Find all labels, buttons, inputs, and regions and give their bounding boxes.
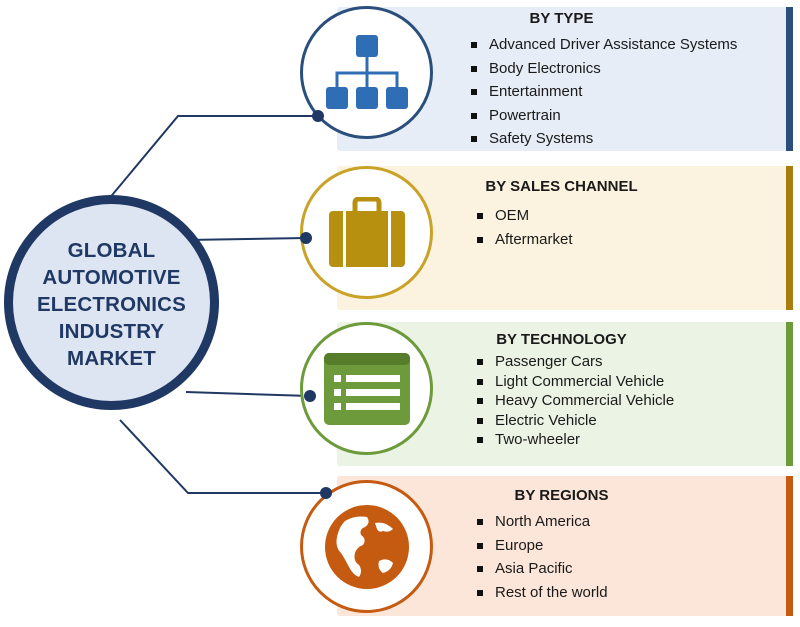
list-item: Heavy Commercial Vehicle [475, 391, 674, 411]
connector-dot-type [312, 110, 324, 122]
list-item: Advanced Driver Assistance Systems [469, 33, 737, 57]
segment-icon-regions [300, 480, 433, 613]
list-item: Passenger Cars [475, 352, 674, 372]
list-item: North America [475, 510, 608, 534]
hierarchy-icon [325, 34, 408, 109]
list-item: Electric Vehicle [475, 411, 674, 431]
list-item: Aftermarket [475, 228, 573, 252]
segment-icon-sales-channel [300, 166, 433, 299]
segment-title: BY REGIONS [514, 487, 609, 504]
segment-list: Passenger Cars Light Commercial Vehicle … [475, 352, 674, 450]
segment-title: BY SALES CHANNEL [485, 178, 638, 195]
list-item: Safety Systems [469, 127, 737, 151]
connector-tech [185, 391, 311, 397]
globe-icon [324, 504, 409, 589]
list-item: Powertrain [469, 104, 737, 128]
list-item: Body Electronics [469, 57, 737, 81]
segment-list: North America Europe Asia Pacific Rest o… [475, 510, 608, 604]
list-item: OEM [475, 204, 573, 228]
list-window-icon [323, 352, 410, 425]
connector-dot-regions [320, 487, 332, 499]
list-item: Rest of the world [475, 581, 608, 605]
connector-type [107, 115, 318, 201]
list-item: Two-wheeler [475, 430, 674, 450]
list-item: Europe [475, 534, 608, 558]
connector-sales [185, 237, 307, 241]
list-item: Asia Pacific [475, 557, 608, 581]
center-title: GLOBAL AUTOMOTIVE ELECTRONICS INDUSTRY M… [36, 239, 187, 370]
briefcase-icon [328, 196, 405, 267]
segment-title: BY TECHNOLOGY [496, 331, 627, 348]
connector-dot-tech [304, 390, 316, 402]
center-hub: GLOBAL AUTOMOTIVE ELECTRONICS INDUSTRY M… [4, 195, 219, 410]
segment-list: Advanced Driver Assistance Systems Body … [469, 33, 737, 151]
list-item: Light Commercial Vehicle [475, 372, 674, 392]
segment-title: BY TYPE [529, 10, 594, 27]
connector-regions [119, 419, 326, 494]
segment-list: OEM Aftermarket [475, 204, 573, 252]
segment-icon-technology [300, 322, 433, 455]
list-item: Entertainment [469, 80, 737, 104]
connector-dot-sales [300, 232, 312, 244]
